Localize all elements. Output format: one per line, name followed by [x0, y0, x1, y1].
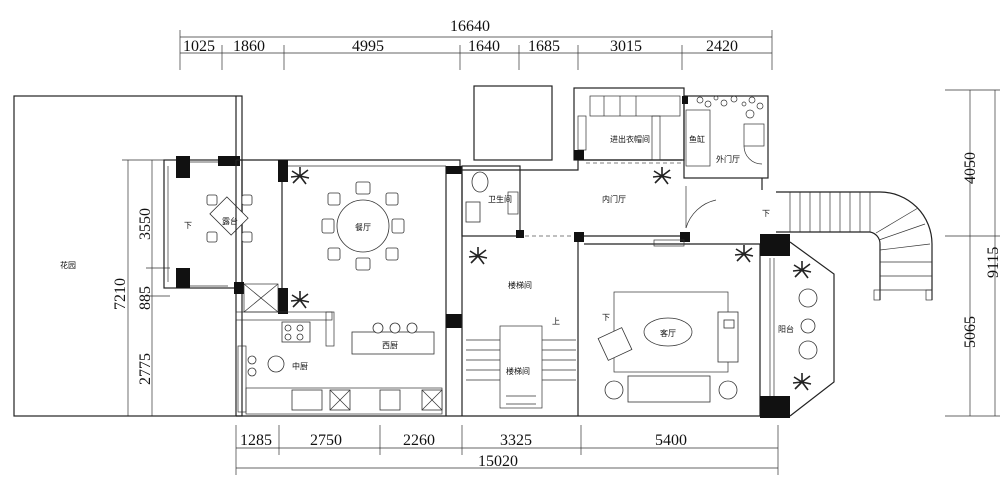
inner-entry-label: 内门厅 — [602, 194, 626, 204]
deck-area: 露台 下 — [163, 156, 253, 289]
left-dimension-chain: 7210 3550 885 2775 — [112, 159, 170, 417]
stair-up-mark: 上 — [552, 317, 560, 326]
living-label: 客厅 — [660, 328, 676, 338]
bottom-dimension-chain: 1285 2750 2260 3325 5400 15020 — [235, 425, 779, 475]
top-dimension-chain: 16640 1025 1860 4995 1640 1685 3015 2420 — [179, 18, 773, 70]
top-storage-box — [473, 85, 553, 161]
dim-top-seg-3: 4995 — [352, 38, 384, 55]
stairwell-area: 楼梯间 上 下 楼梯间 — [446, 166, 610, 416]
bathroom-label: 卫生间 — [488, 194, 512, 204]
dim-right-seg-1: 4050 — [962, 152, 979, 184]
fish-tank-label: 鱼缸 — [689, 134, 705, 144]
plant-icon — [468, 247, 488, 265]
dim-right-total: 9115 — [985, 247, 1000, 278]
dim-bottom-total: 15020 — [478, 453, 518, 470]
dim-left-seg-3: 2775 — [137, 353, 154, 385]
plant-icon — [792, 261, 812, 279]
living-room: 客厅 — [577, 234, 790, 418]
dim-bottom-seg-3: 2260 — [403, 432, 435, 449]
outdoor-stairs — [776, 191, 933, 301]
dim-top-seg-6: 3015 — [610, 38, 642, 55]
dim-top-seg-7: 2420 — [706, 38, 738, 55]
deck-down-mark: 下 — [184, 221, 192, 230]
garden-label: 花园 — [60, 260, 76, 270]
outer-down-mark: 下 — [762, 209, 770, 218]
cloakroom-area: 进出衣帽间 — [573, 87, 685, 161]
outer-entry-area: 鱼缸 外门厅 下 — [682, 95, 770, 218]
cloakroom-label: 进出衣帽间 — [610, 134, 650, 144]
dining-label: 餐厅 — [355, 223, 371, 232]
dim-top-seg-4: 1640 — [468, 38, 500, 55]
pebble-decor — [696, 95, 764, 119]
plant-icon — [290, 167, 310, 185]
dining-room: 餐厅 — [288, 165, 447, 416]
kitchen-area: 西厨 中厨 — [235, 283, 443, 415]
dim-bottom-seg-1: 1285 — [240, 432, 272, 449]
balcony-label: 阳台 — [778, 324, 794, 334]
inner-entry-area: 内门厅 — [574, 162, 717, 242]
dim-left-seg-2: 885 — [137, 286, 154, 310]
bathroom-area: 卫生间 — [461, 165, 524, 238]
stair-core-label: 楼梯间 — [506, 366, 530, 376]
deck-label: 露台 — [222, 216, 238, 226]
dim-left-seg-1: 3550 — [137, 208, 154, 240]
dim-top-total: 16640 — [450, 18, 490, 35]
stair-down-mark: 下 — [602, 313, 610, 322]
dim-bottom-seg-5: 5400 — [655, 432, 687, 449]
dim-top-seg-2: 1860 — [233, 38, 265, 55]
dim-bottom-seg-4: 3325 — [500, 432, 532, 449]
chinese-kitchen-label: 中厨 — [292, 361, 308, 371]
western-kitchen-label: 西厨 — [382, 341, 398, 350]
right-dimension-chain: 4050 5065 9115 — [945, 89, 1000, 417]
outer-entry-label: 外门厅 — [716, 154, 740, 164]
dim-top-seg-5: 1685 — [528, 38, 560, 55]
dim-bottom-seg-2: 2750 — [310, 432, 342, 449]
dim-top-seg-1: 1025 — [183, 38, 215, 55]
dim-left-total: 7210 — [112, 278, 129, 310]
plant-icon — [734, 245, 754, 263]
stairwell-label: 楼梯间 — [508, 280, 532, 290]
plant-icon — [290, 291, 310, 309]
plant-icon — [652, 167, 672, 185]
plant-icon — [792, 373, 812, 391]
balcony-area: 阳台 — [773, 241, 835, 417]
dim-right-seg-2: 5065 — [962, 316, 979, 348]
